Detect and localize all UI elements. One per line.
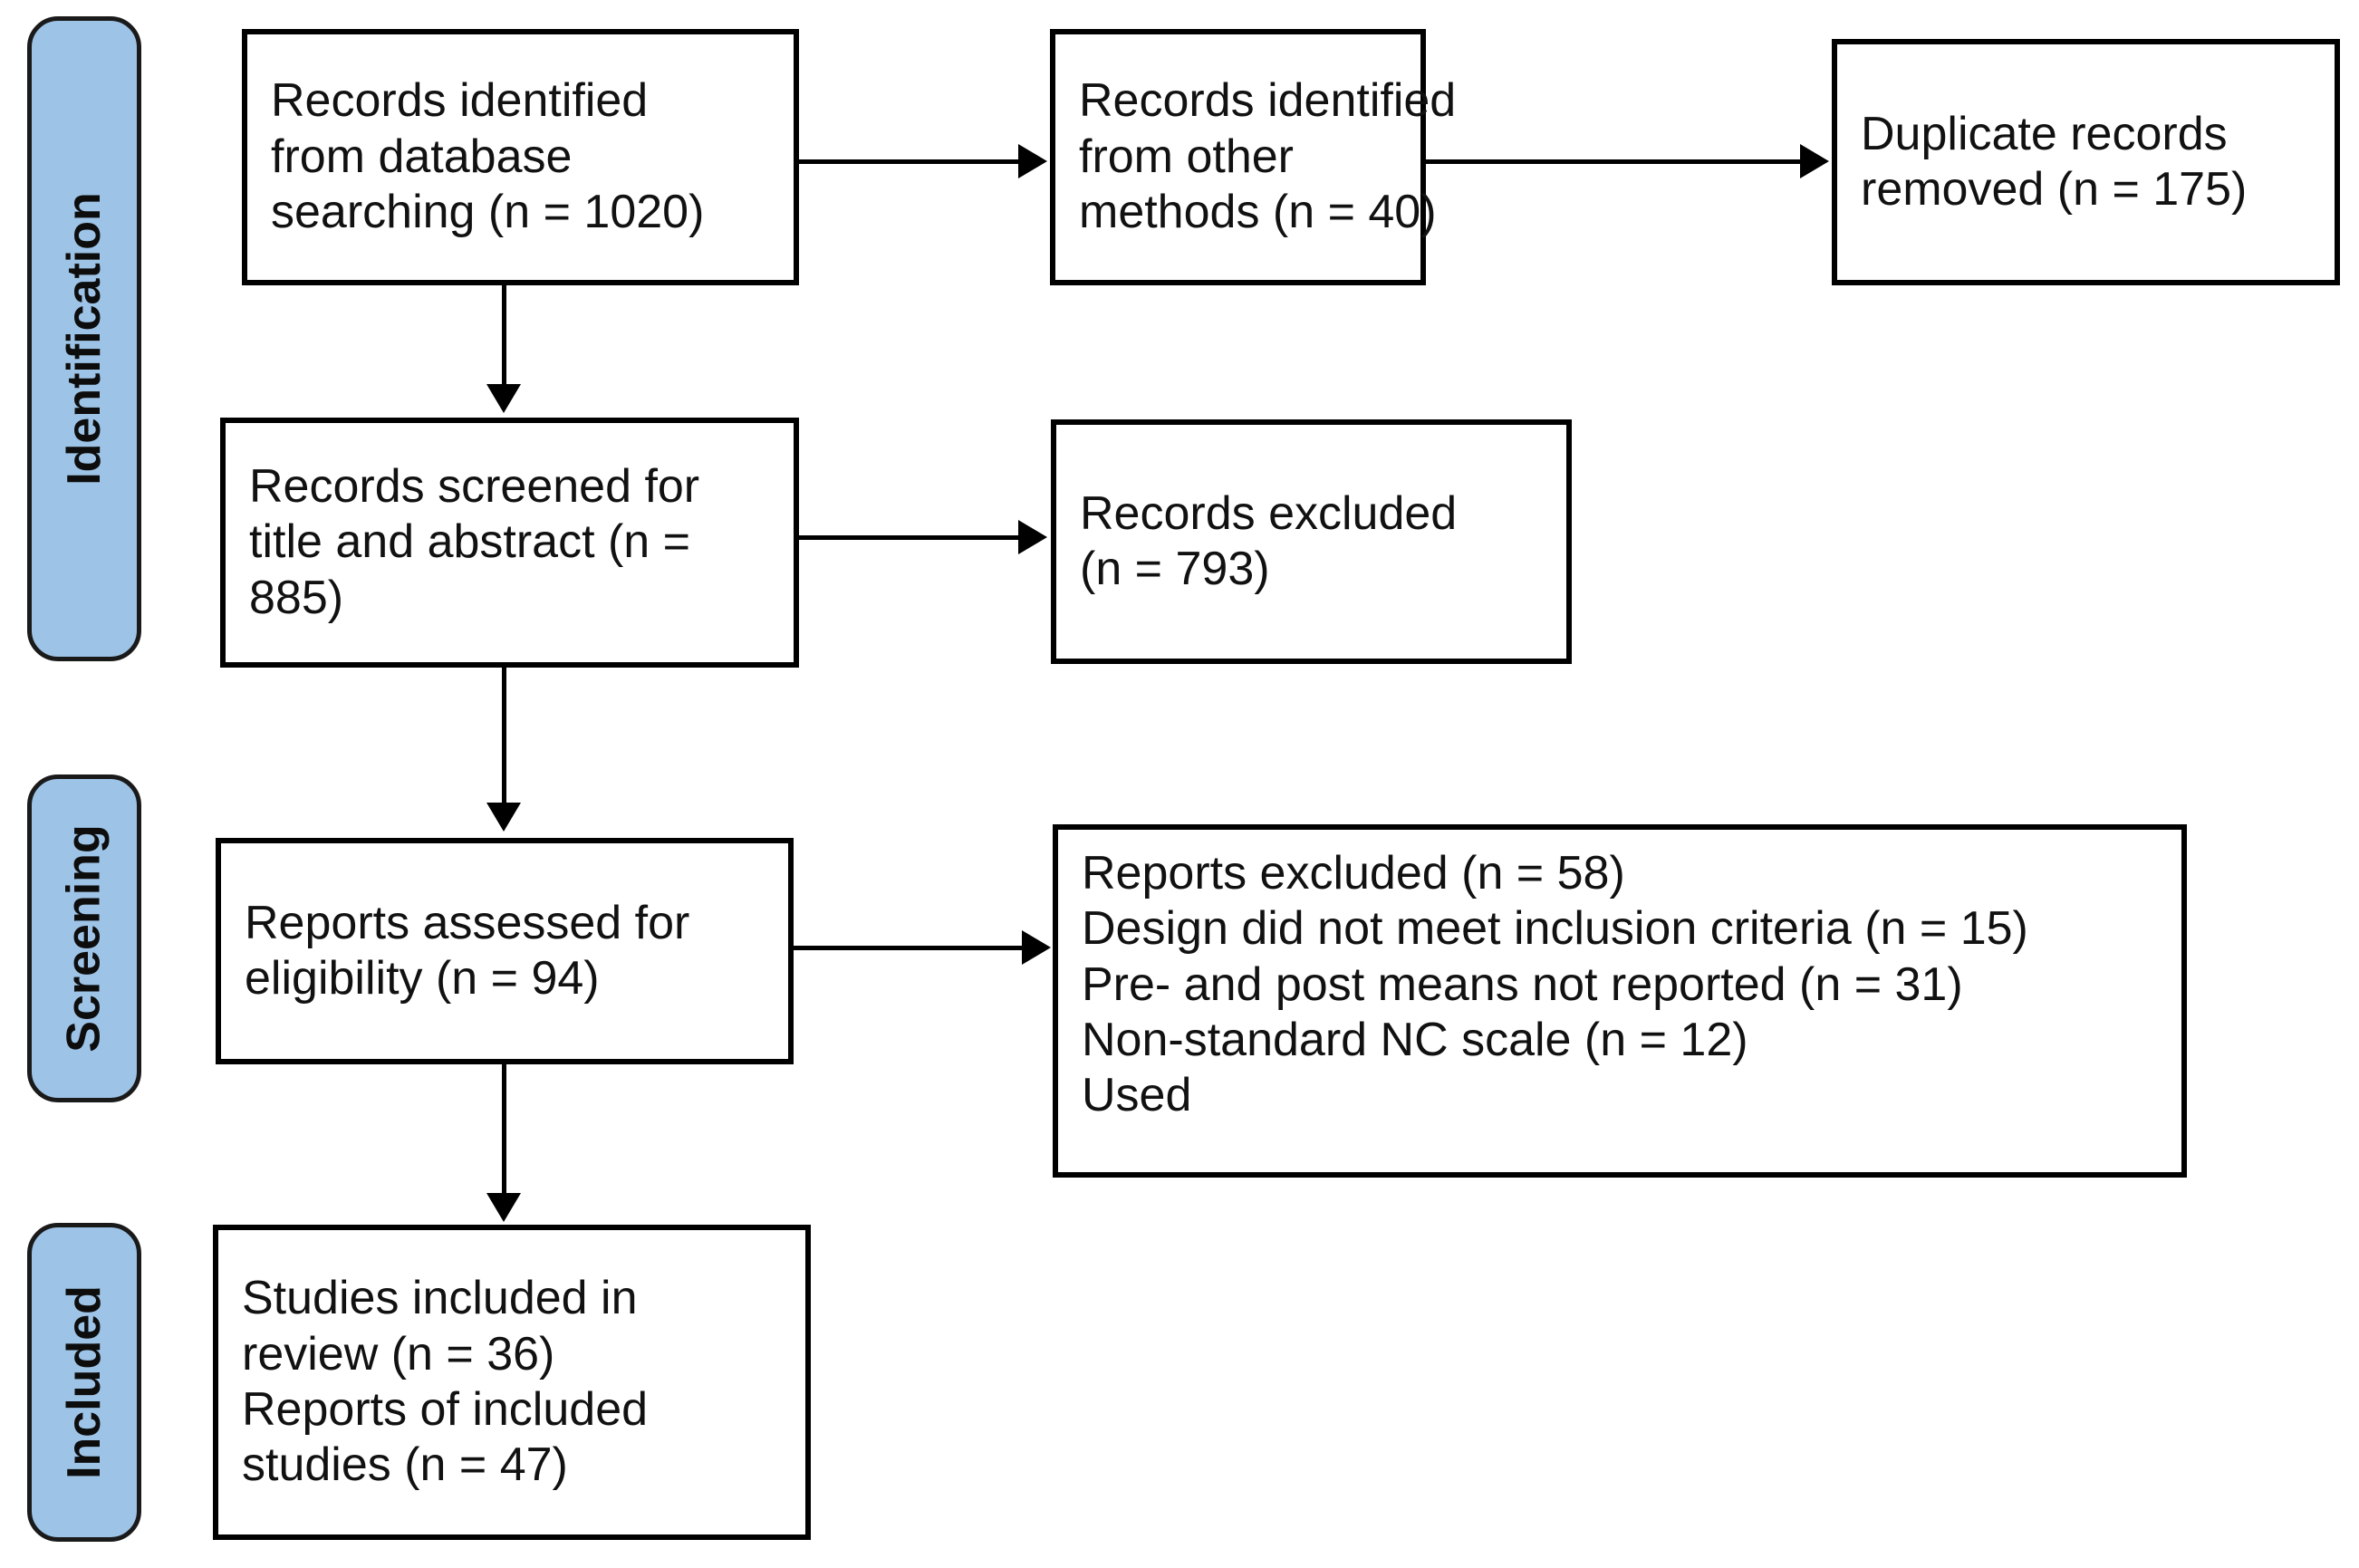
box-line: Duplicate records xyxy=(1861,107,2228,160)
arrowhead-assessed-to-included xyxy=(486,1193,521,1222)
arrowhead-db-to-other xyxy=(1018,144,1047,178)
box-line: eligibility (n = 94) xyxy=(245,952,600,1005)
box-line: Pre- and post means not reported (n = 31… xyxy=(1082,957,1963,1011)
box-line: Reports of included xyxy=(242,1383,649,1436)
box-line: studies (n = 47) xyxy=(242,1438,568,1492)
box-duplicate-records-removed: Duplicate records removed (n = 175) xyxy=(1832,39,2340,285)
connector-screened-to-assessed xyxy=(502,668,506,805)
box-line: 885) xyxy=(249,571,344,624)
box-line: Records identified xyxy=(1079,74,1457,128)
box-line: from other xyxy=(1079,130,1294,183)
box-studies-included: Studies included in review (n = 36) Repo… xyxy=(213,1225,811,1540)
box-line: Non-standard NC scale (n = 12) xyxy=(1082,1014,1748,1067)
connector-screened-to-excluded xyxy=(799,535,1021,540)
stage-label-screening: Screening xyxy=(58,824,111,1053)
box-line: searching (n = 1020) xyxy=(271,186,705,239)
box-line: title and abstract (n = xyxy=(249,515,691,569)
arrowhead-db-to-screened xyxy=(486,384,521,413)
box-records-screened: Records screened for title and abstract … xyxy=(220,418,799,668)
box-line: Design did not meet inclusion criteria (… xyxy=(1082,902,2028,956)
box-line: Records screened for xyxy=(249,459,700,513)
box-line: methods (n = 40) xyxy=(1079,186,1437,239)
connector-db-to-other xyxy=(799,159,1021,164)
arrowhead-other-to-duplicates xyxy=(1800,144,1829,178)
arrowhead-screened-to-assessed xyxy=(486,803,521,832)
stage-label-identification: Identification xyxy=(58,192,111,486)
box-records-identified-other: Records identified from other methods (n… xyxy=(1050,29,1457,285)
box-line: Records excluded xyxy=(1080,486,1458,540)
box-line: Records identified xyxy=(271,74,649,128)
stage-pill-included: Included xyxy=(27,1223,141,1542)
box-reports-excluded: Reports excluded (n = 58) Design did not… xyxy=(1053,824,2187,1178)
stage-label-included: Included xyxy=(58,1285,111,1479)
box-records-identified-database: Records identified from database searchi… xyxy=(242,29,799,285)
connector-assessed-to-included xyxy=(502,1064,506,1196)
connector-other-to-duplicates xyxy=(1426,159,1802,164)
box-records-excluded: Records excluded (n = 793) xyxy=(1051,419,1572,664)
box-line: removed (n = 175) xyxy=(1861,163,2248,216)
box-line: (n = 793) xyxy=(1080,543,1270,595)
box-line: Reports excluded (n = 58) xyxy=(1082,847,1625,899)
arrowhead-assessed-to-reports-excluded xyxy=(1022,930,1051,965)
stage-pill-screening: Screening xyxy=(27,774,141,1102)
connector-db-to-screened xyxy=(502,285,506,387)
box-line: Reports assessed for xyxy=(245,896,690,949)
arrowhead-screened-to-excluded xyxy=(1018,520,1047,554)
box-reports-assessed: Reports assessed for eligibility (n = 94… xyxy=(216,838,794,1064)
box-line: Studies included in xyxy=(242,1272,638,1325)
connector-assessed-to-reports-excluded xyxy=(794,946,1025,950)
box-line: Used xyxy=(1082,1069,1192,1122)
box-line: from database xyxy=(271,130,573,183)
box-line: review (n = 36) xyxy=(242,1327,555,1380)
stage-pill-identification: Identification xyxy=(27,16,141,661)
